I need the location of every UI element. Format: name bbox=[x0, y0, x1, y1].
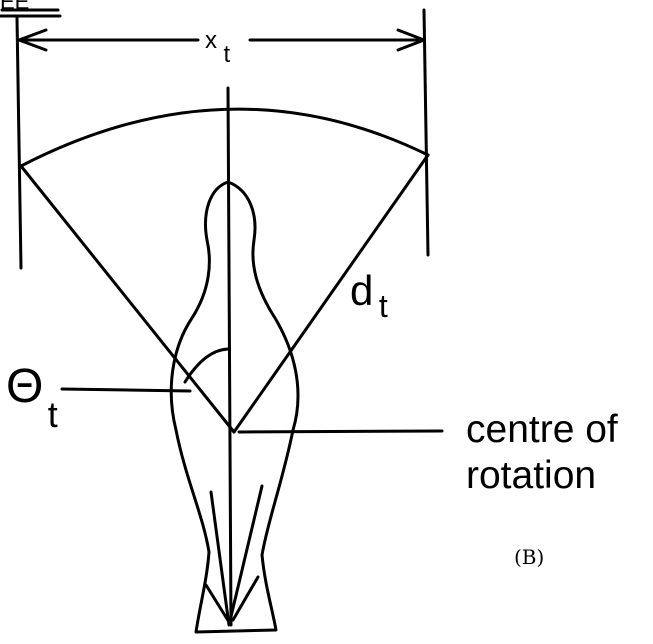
width-symbol: x bbox=[205, 27, 217, 54]
centre-of-rotation-label: centre of rotation bbox=[466, 408, 629, 497]
left-radius-line bbox=[19, 164, 236, 434]
left-inner-stroke bbox=[204, 583, 231, 624]
centre-line-2: rotation bbox=[466, 454, 596, 497]
left-arrowhead bbox=[17, 28, 48, 52]
distance-subscript: t bbox=[379, 288, 388, 324]
axis-arrowhead bbox=[209, 484, 264, 627]
width-label-xt: x t bbox=[205, 27, 230, 68]
left-dimension-tick bbox=[15, 16, 23, 270]
right-inner-stroke bbox=[231, 575, 260, 622]
angle-subscript: t bbox=[48, 394, 58, 435]
angle-label-theta: Θ t bbox=[6, 360, 58, 435]
body-outline bbox=[169, 180, 300, 634]
centre-leader-line bbox=[237, 429, 444, 434]
panel-label: (B) bbox=[514, 545, 544, 569]
centre-line-1: centre of bbox=[466, 408, 618, 451]
corner-heading: EE bbox=[0, 0, 29, 14]
theta-leader-line bbox=[60, 387, 192, 393]
right-dimension-tick bbox=[422, 8, 430, 257]
width-subscript: t bbox=[223, 41, 230, 68]
right-arrowhead bbox=[396, 28, 426, 52]
angle-arc bbox=[183, 347, 230, 384]
distance-label-dt: d t bbox=[350, 267, 388, 324]
body-axis-line bbox=[226, 86, 233, 627]
angle-symbol: Θ bbox=[6, 360, 43, 413]
distance-symbol: d bbox=[350, 267, 373, 314]
right-radius-line-dt bbox=[232, 153, 430, 434]
sweep-arc bbox=[19, 107, 430, 168]
